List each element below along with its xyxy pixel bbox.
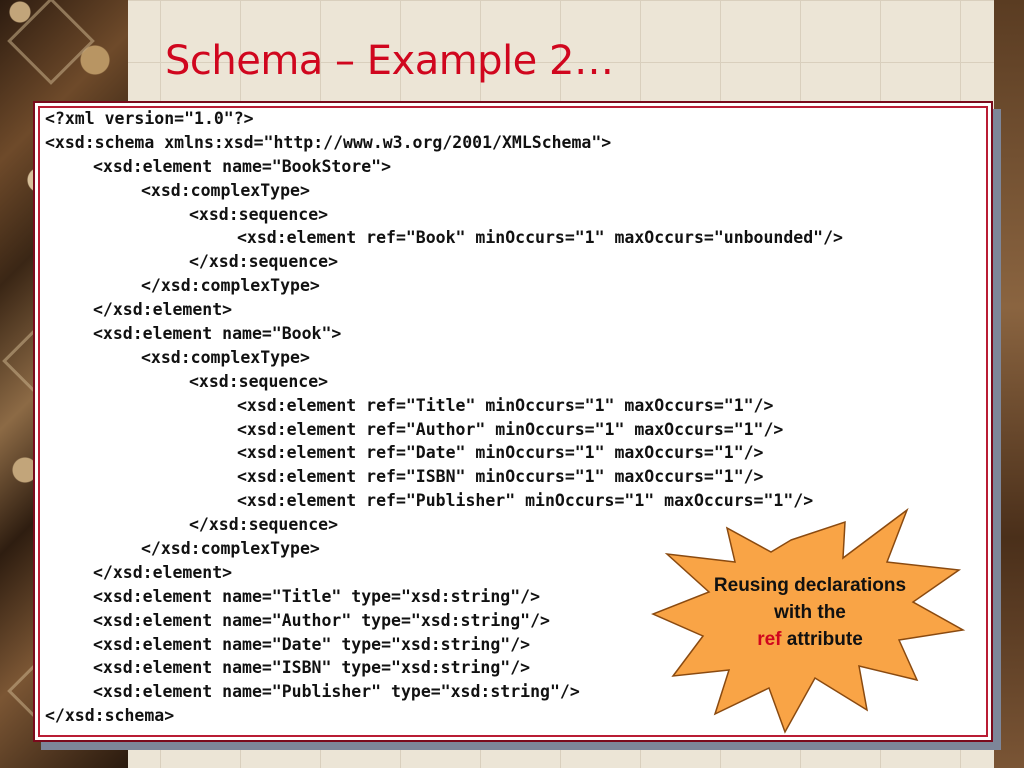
code-line: <xsd:element name="BookStore"> [93, 156, 392, 176]
code-line: </xsd:complexType> [141, 276, 320, 296]
code-line: <xsd:sequence> [189, 204, 329, 224]
code-line: <?xml version="1.0"?> [45, 109, 254, 128]
slide-title: Schema – Example 2… [165, 38, 614, 84]
callout-starburst: Reusing declarations with the ref attrib… [645, 500, 975, 735]
code-line: <xsd:element name="ISBN" type="xsd:strin… [93, 658, 531, 678]
code-line: </xsd:sequence> [189, 252, 339, 272]
callout-line-1: Reusing declarations [713, 575, 907, 596]
decorative-tile [7, 0, 95, 85]
callout-line-3-rest: attribute [781, 629, 863, 650]
code-line: <xsd:element name="Publisher" type="xsd:… [93, 682, 580, 702]
code-line: <xsd:element name="Book"> [93, 324, 342, 344]
code-line: <xsd:element name="Title" type="xsd:stri… [93, 586, 541, 606]
code-line: <xsd:element name="Date" type="xsd:strin… [93, 634, 531, 654]
code-line: <xsd:schema xmlns:xsd="http://www.w3.org… [45, 132, 612, 152]
code-listing: <?xml version="1.0"?> <xsd:schema xmlns:x… [45, 107, 843, 728]
code-line: </xsd:complexType> [141, 539, 320, 559]
callout-line-3: ref attribute [685, 626, 935, 653]
code-line: <xsd:element ref="Author" minOccurs="1" … [237, 419, 784, 439]
callout-text: Reusing declarations with the ref attrib… [685, 572, 935, 653]
code-line: <xsd:complexType> [141, 347, 310, 367]
callout-line-2: with the [774, 602, 846, 623]
callout-keyword-ref: ref [757, 629, 782, 650]
code-line: <xsd:element ref="Title" minOccurs="1" m… [237, 395, 774, 415]
starburst-shape [651, 507, 966, 734]
code-line: <xsd:element name="Author" type="xsd:str… [93, 610, 550, 630]
code-line: <xsd:element ref="Date" minOccurs="1" ma… [237, 443, 764, 463]
code-line: <xsd:sequence> [189, 371, 329, 391]
code-line: <xsd:element ref="Publisher" minOccurs="… [237, 491, 814, 511]
code-line: <xsd:complexType> [141, 180, 310, 200]
code-line: <xsd:element ref="ISBN" minOccurs="1" ma… [237, 467, 764, 487]
starburst-polygon [651, 507, 966, 734]
code-line: </xsd:schema> [45, 706, 175, 726]
code-line: </xsd:element> [93, 300, 233, 320]
code-line: </xsd:element> [93, 562, 233, 582]
code-line: </xsd:sequence> [189, 515, 339, 535]
code-line: <xsd:element ref="Book" minOccurs="1" ma… [237, 228, 843, 248]
